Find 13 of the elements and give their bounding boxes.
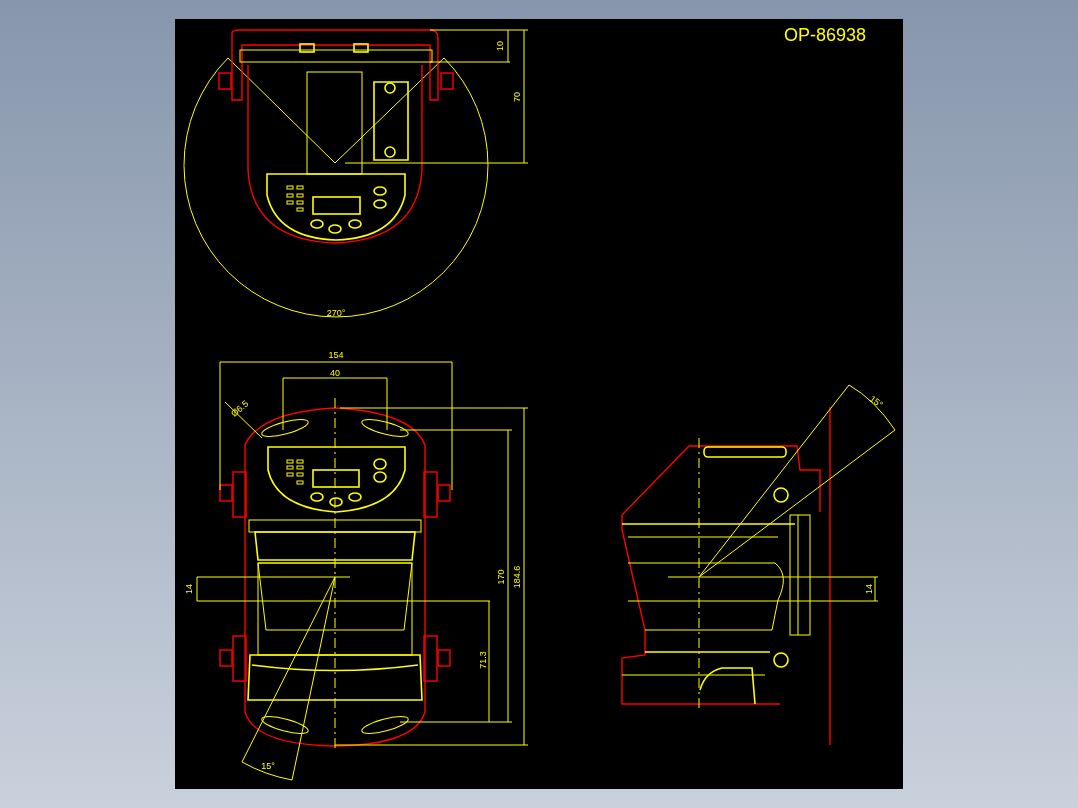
angle-label: 15° bbox=[867, 394, 885, 410]
dimension-label: 14 bbox=[184, 584, 194, 594]
angle-label: 15° bbox=[261, 761, 275, 771]
dimension-label: 10 bbox=[495, 41, 505, 51]
dimension-label: 71.3 bbox=[478, 651, 488, 669]
angle-label: 270° bbox=[326, 308, 346, 318]
dimension-label: 70 bbox=[512, 92, 522, 102]
drawing-number: OP-86938 bbox=[783, 26, 867, 44]
dimension-label: 170 bbox=[496, 569, 506, 585]
dimension-label: 14 bbox=[864, 584, 874, 594]
dimension-label: 40 bbox=[330, 368, 340, 378]
dimension-label: 154 bbox=[328, 350, 344, 360]
dimension-label: 184.6 bbox=[512, 565, 522, 589]
